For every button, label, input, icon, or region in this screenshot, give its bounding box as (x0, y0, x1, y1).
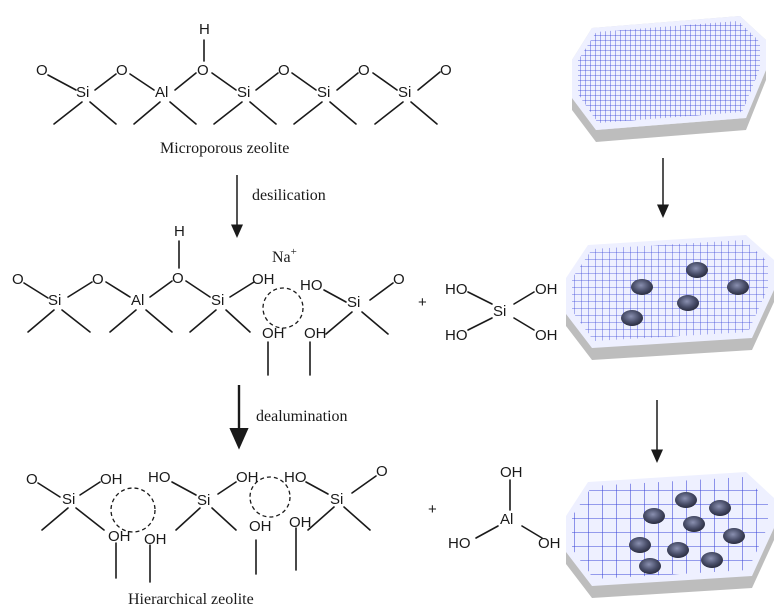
zeolite-slab-desilicated (566, 235, 774, 360)
step-desilication: desilication (252, 187, 326, 204)
atom-oh: OH (535, 327, 558, 344)
atom-si: Si (398, 84, 411, 101)
mesopore (631, 279, 653, 295)
atom-o: O (440, 62, 452, 79)
atom-h: H (174, 223, 185, 240)
atom-o: O (26, 471, 38, 488)
mesopore (629, 537, 651, 553)
atom-ho: HO (148, 469, 171, 486)
atom-o: O (358, 62, 370, 79)
mesopore (701, 552, 723, 568)
atom-oh: OH (538, 535, 561, 552)
mesopore (723, 528, 745, 544)
atom-si: Si (317, 84, 330, 101)
atom-si: Si (62, 491, 75, 508)
atom-si: Si (197, 492, 210, 509)
mesopore (709, 500, 731, 516)
atom-oh: OH (304, 325, 327, 342)
mesopore (677, 295, 699, 311)
atom-ho: HO (284, 469, 307, 486)
atom-si: Si (493, 303, 506, 320)
mesopore (667, 542, 689, 558)
sodium-ion: Na+ (272, 246, 297, 266)
atom-o: O (376, 463, 388, 480)
atom-al: Al (131, 292, 144, 309)
atom-ho: HO (445, 281, 468, 298)
desilicated-chain: O Si O Al H O Si OH OH OH HO Si O (12, 223, 405, 376)
step-dealumination: dealumination (256, 408, 348, 425)
atom-o: O (197, 62, 209, 79)
atom-si: Si (237, 84, 250, 101)
atom-oh: OH (108, 528, 131, 545)
mesopore (675, 492, 697, 508)
atom-ho: HO (300, 277, 323, 294)
atom-al: Al (500, 511, 513, 528)
atom-o: O (92, 271, 104, 288)
atom-oh: OH (236, 469, 259, 486)
mesopore (727, 279, 749, 295)
atom-o: O (12, 271, 24, 288)
atom-h: H (199, 21, 210, 38)
microporous-chain: O Si O Al H O Si O Si O Si O (36, 21, 452, 125)
vacancy-ring (110, 487, 156, 533)
atom-o: O (393, 271, 405, 288)
atom-o: O (172, 270, 184, 287)
caption-microporous: Microporous zeolite (160, 140, 289, 157)
atom-o: O (36, 62, 48, 79)
atom-oh: OH (144, 531, 167, 548)
caption-hierarchical: Hierarchical zeolite (128, 591, 254, 606)
hierarchical-chain: O Si OH OH OH HO Si OH OH OH HO Si O (26, 463, 388, 583)
mesopore (621, 310, 643, 326)
zeolite-slab-hierarchical (566, 472, 774, 598)
aluminum-hydroxide: OH Al HO OH (448, 464, 561, 552)
plus-sign: + (418, 294, 427, 311)
vacancy-ring (262, 287, 304, 329)
silicic-acid: HO OH Si HO OH (445, 281, 558, 344)
mesopore (683, 516, 705, 532)
atom-oh: OH (252, 271, 275, 288)
atom-o: O (116, 62, 128, 79)
atom-si: Si (330, 491, 343, 508)
atom-si: Si (347, 294, 360, 311)
atom-si: Si (48, 292, 61, 309)
atom-oh: OH (289, 514, 312, 531)
atom-o: O (278, 62, 290, 79)
atom-si: Si (211, 292, 224, 309)
mesopore (639, 558, 661, 574)
atom-ho: HO (445, 327, 468, 344)
atom-oh: OH (262, 325, 285, 342)
zeolite-slab-microporous (572, 16, 766, 142)
atom-al: Al (155, 84, 168, 101)
plus-sign: + (428, 501, 437, 518)
atom-ho: HO (448, 535, 471, 552)
mesopore (643, 508, 665, 524)
atom-oh: OH (535, 281, 558, 298)
atom-oh: OH (500, 464, 523, 481)
mesopore (686, 262, 708, 278)
vacancy-ring (249, 476, 291, 518)
atom-oh: OH (100, 471, 123, 488)
atom-si: Si (76, 84, 89, 101)
atom-oh: OH (249, 518, 272, 535)
